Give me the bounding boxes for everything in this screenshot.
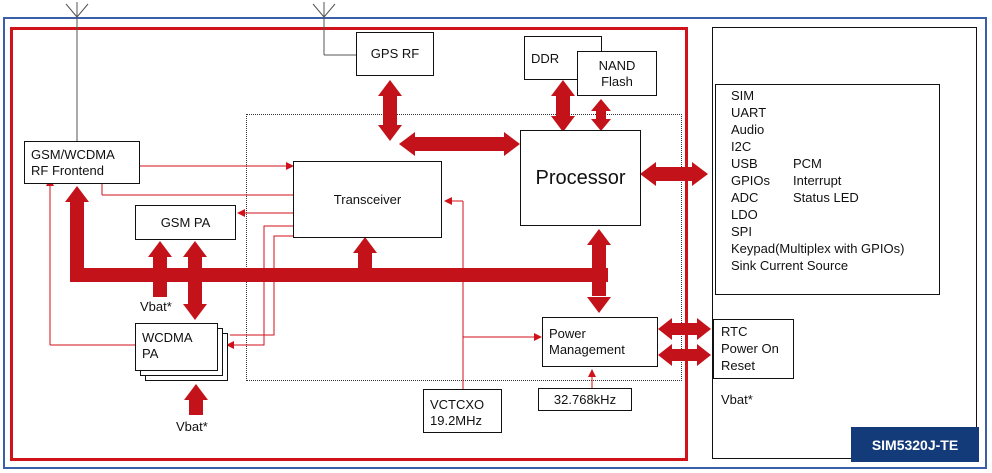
vbat-wcdma-label: Vbat* [176,419,208,434]
baseband-region [246,114,682,381]
vbat-right-label: Vbat* [721,392,753,407]
power-io-box [713,319,794,379]
interface-pcm: PCM [793,156,822,171]
interface-keypad: Keypad(Multiplex with GPIOs) [731,241,905,256]
interface-list-box [715,84,940,295]
interface-uart: UART [731,105,767,120]
gps-antenna-icon [312,2,356,56]
power-io-reset: Reset [721,358,755,373]
power-io-list: RTC Power On Reset [721,323,779,374]
power-management-block: Power Management [542,317,658,367]
multiplexed-interface-list: PCM Interrupt Status LED [793,155,859,206]
model-badge: SIM5320J-TE [851,427,979,462]
gps-rf-block: GPS RF [356,32,434,76]
nand-flash-block: NAND Flash [577,51,657,96]
interface-audio: Audio [731,122,765,137]
transceiver-block: Transceiver [293,161,442,238]
vbat-gsm-label: Vbat* [140,299,172,314]
gsm-antenna-icon [65,2,89,142]
interface-status-led: Status LED [793,190,859,205]
rf-frontend-block: GSM/WCDMA RF Frontend [24,141,140,184]
rf-signal-lines [49,165,593,390]
interface-gpios: GPIOs [731,173,771,188]
interface-spi: SPI [731,224,752,239]
interface-usb: USB [731,156,758,171]
outer-frame [3,17,987,469]
power-io-rtc: RTC [721,324,748,339]
interface-i2c: I2C [731,139,752,154]
gsm-pa-block: GSM PA [135,205,236,240]
wcdma-pa-block: WCDMA PA [135,323,218,371]
interface-sim: SIM [731,88,755,103]
interface-interrupt: Interrupt [793,173,842,188]
interface-list: SIM UART Audio I2C USB GPIOs ADC LDO SPI… [731,87,904,274]
interface-adc: ADC [731,190,759,205]
vctcxo-block: VCTCXO 19.2MHz [423,389,502,433]
crystal-32k-block: 32.768kHz [538,388,632,411]
bus-arrows [65,80,711,415]
interface-ldo: LDO [731,207,758,222]
module-boundary [10,27,688,461]
interface-sink-current: Sink Current Source [731,258,849,273]
processor-block: Processor [520,130,641,226]
power-io-power-on: Power On [721,341,779,356]
